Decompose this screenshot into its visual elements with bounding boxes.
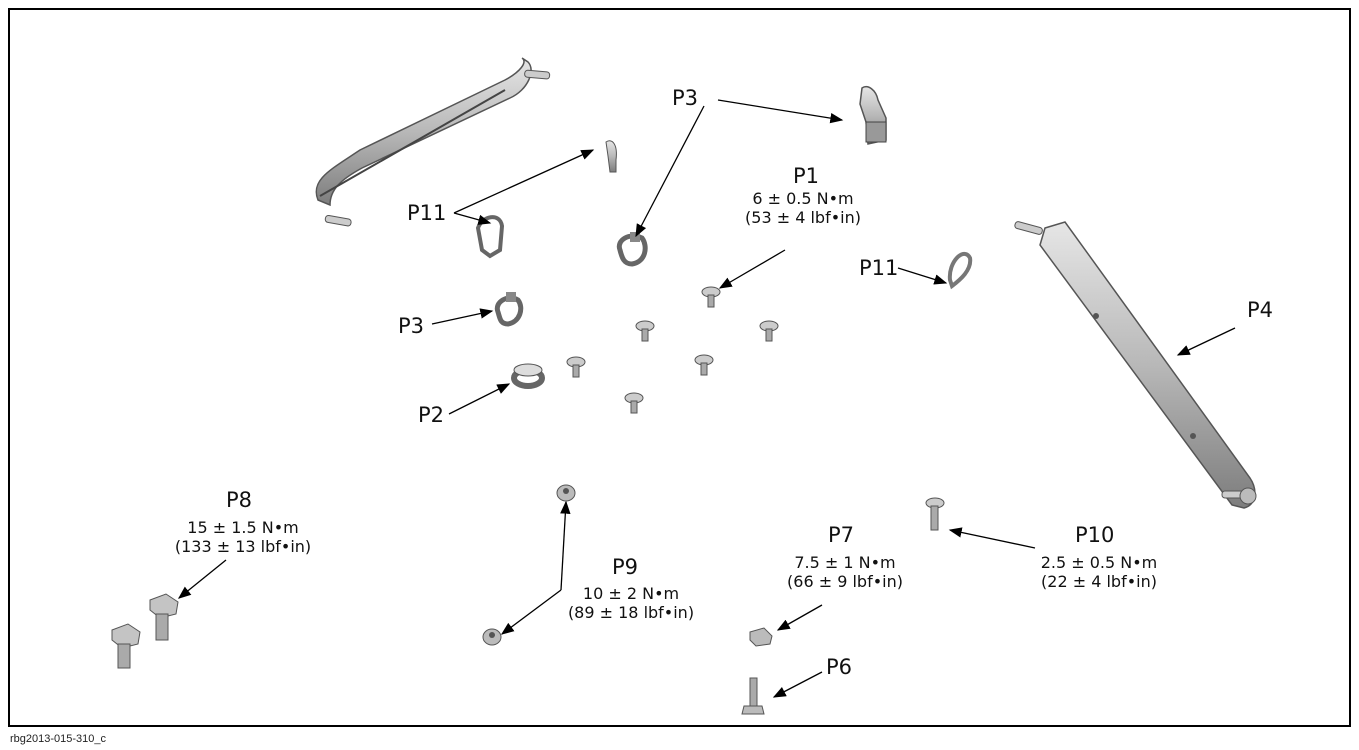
callout-p4-label: P4 [1247,298,1274,322]
clip-p11-upper [605,140,617,173]
callout-p9-torque-nm: 10 ± 2 N•m [582,584,680,603]
callout-p7-torque-imp: (66 ± 9 lbf•in) [787,572,903,591]
clip-p3-top [859,86,887,145]
bracket-p4 [1014,221,1257,509]
leader-lines [177,99,1236,698]
nut-p7 [749,627,773,647]
callout-p10-torque-nm: 2.5 ± 0.5 N•m [1040,553,1158,572]
callout-p8-torque-imp: (133 ± 13 lbf•in) [174,537,312,556]
bolts-p8 [111,593,179,669]
callout-p2-label: P2 [418,403,445,427]
nuts-p9 [482,484,576,646]
callout-p3-left-label: P3 [398,314,425,338]
callout-p3-top-label: P3 [672,86,699,110]
callout-p7-label: P7 [828,523,855,547]
callout-p9-label: P9 [612,555,639,579]
bolt-p6 [741,677,765,715]
callout-p11-left-label: P11 [407,201,447,225]
callout-p6-label: P6 [826,655,853,679]
callout-p1-label: P1 [793,164,820,188]
clip-p3-left [494,292,524,327]
callout-p9-torque-imp: (89 ± 18 lbf•in) [567,603,695,622]
callout-p1-torque-imp: (53 ± 4 lbf•in) [745,208,861,227]
screw-p10 [925,497,945,531]
callout-p11-right-label: P11 [859,256,899,280]
clip-p11-right [947,251,973,290]
callout-p10-label: P10 [1075,523,1115,547]
screws-p1 [566,286,779,414]
bracket-upper-left [315,57,551,227]
callout-p10-torque-imp: (22 ± 4 lbf•in) [1041,572,1157,591]
clamp-p2 [511,363,545,389]
figure-id: rbg2013-015-310_c [10,733,107,745]
callout-p1-torque-nm: 6 ± 0.5 N•m [752,189,854,208]
clip-p3-middle [616,232,648,267]
callout-p7-torque-nm: 7.5 ± 1 N•m [794,553,896,572]
callout-p8-label: P8 [226,488,253,512]
callout-p8-torque-nm: 15 ± 1.5 N•m [187,518,299,537]
diagram-frame [8,8,1351,727]
